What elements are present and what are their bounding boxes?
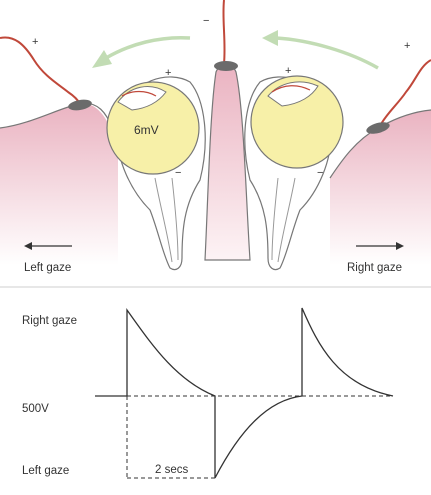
right-optic-nerve bbox=[271, 177, 296, 263]
right-iris bbox=[271, 85, 311, 93]
duration-label: 2 secs bbox=[155, 464, 188, 476]
plus-sign: + bbox=[285, 65, 291, 77]
potential-trace-line bbox=[95, 307, 394, 479]
trace-left-gaze-label: Left gaze bbox=[22, 465, 69, 477]
nasal-electrode bbox=[214, 61, 238, 71]
right-gaze-pointer-head bbox=[396, 242, 404, 250]
left-electrode bbox=[68, 99, 92, 111]
right-electrode bbox=[366, 122, 390, 134]
left-gaze-arrowhead bbox=[92, 50, 112, 68]
right-gaze-arrowhead-green bbox=[262, 30, 278, 46]
left-gaze-arrow bbox=[105, 35, 191, 60]
plus-sign: + bbox=[165, 67, 171, 79]
trace-baseline-label: 500V bbox=[22, 403, 49, 415]
eye-illustration: + − + + + − − 6mV Left gaze Right gaze bbox=[0, 0, 431, 288]
potential-label: 6mV bbox=[134, 123, 159, 137]
plus-sign: + bbox=[404, 40, 410, 52]
right-electrode-wire bbox=[379, 59, 431, 127]
nose-ridge bbox=[204, 63, 251, 261]
plus-sign: + bbox=[32, 36, 38, 48]
trace-right-gaze-label: Right gaze bbox=[22, 315, 77, 327]
left-face-skin bbox=[0, 103, 118, 265]
left-gaze-pointer-head bbox=[24, 242, 32, 250]
right-face-skin bbox=[330, 110, 431, 265]
eog-trace: Right gaze 500V Left gaze 2 secs bbox=[22, 307, 394, 479]
left-optic-nerve bbox=[154, 177, 179, 263]
right-gaze-arrow-green bbox=[275, 36, 379, 70]
left-electrode-wire bbox=[0, 36, 81, 105]
minus-sign: − bbox=[203, 15, 209, 27]
minus-sign: − bbox=[175, 167, 181, 179]
nasal-electrode-wire bbox=[222, 0, 226, 65]
right-gaze-label: Right gaze bbox=[347, 262, 402, 274]
left-gaze-label: Left gaze bbox=[24, 262, 71, 274]
left-iris bbox=[121, 90, 157, 97]
minus-sign: − bbox=[317, 167, 323, 179]
